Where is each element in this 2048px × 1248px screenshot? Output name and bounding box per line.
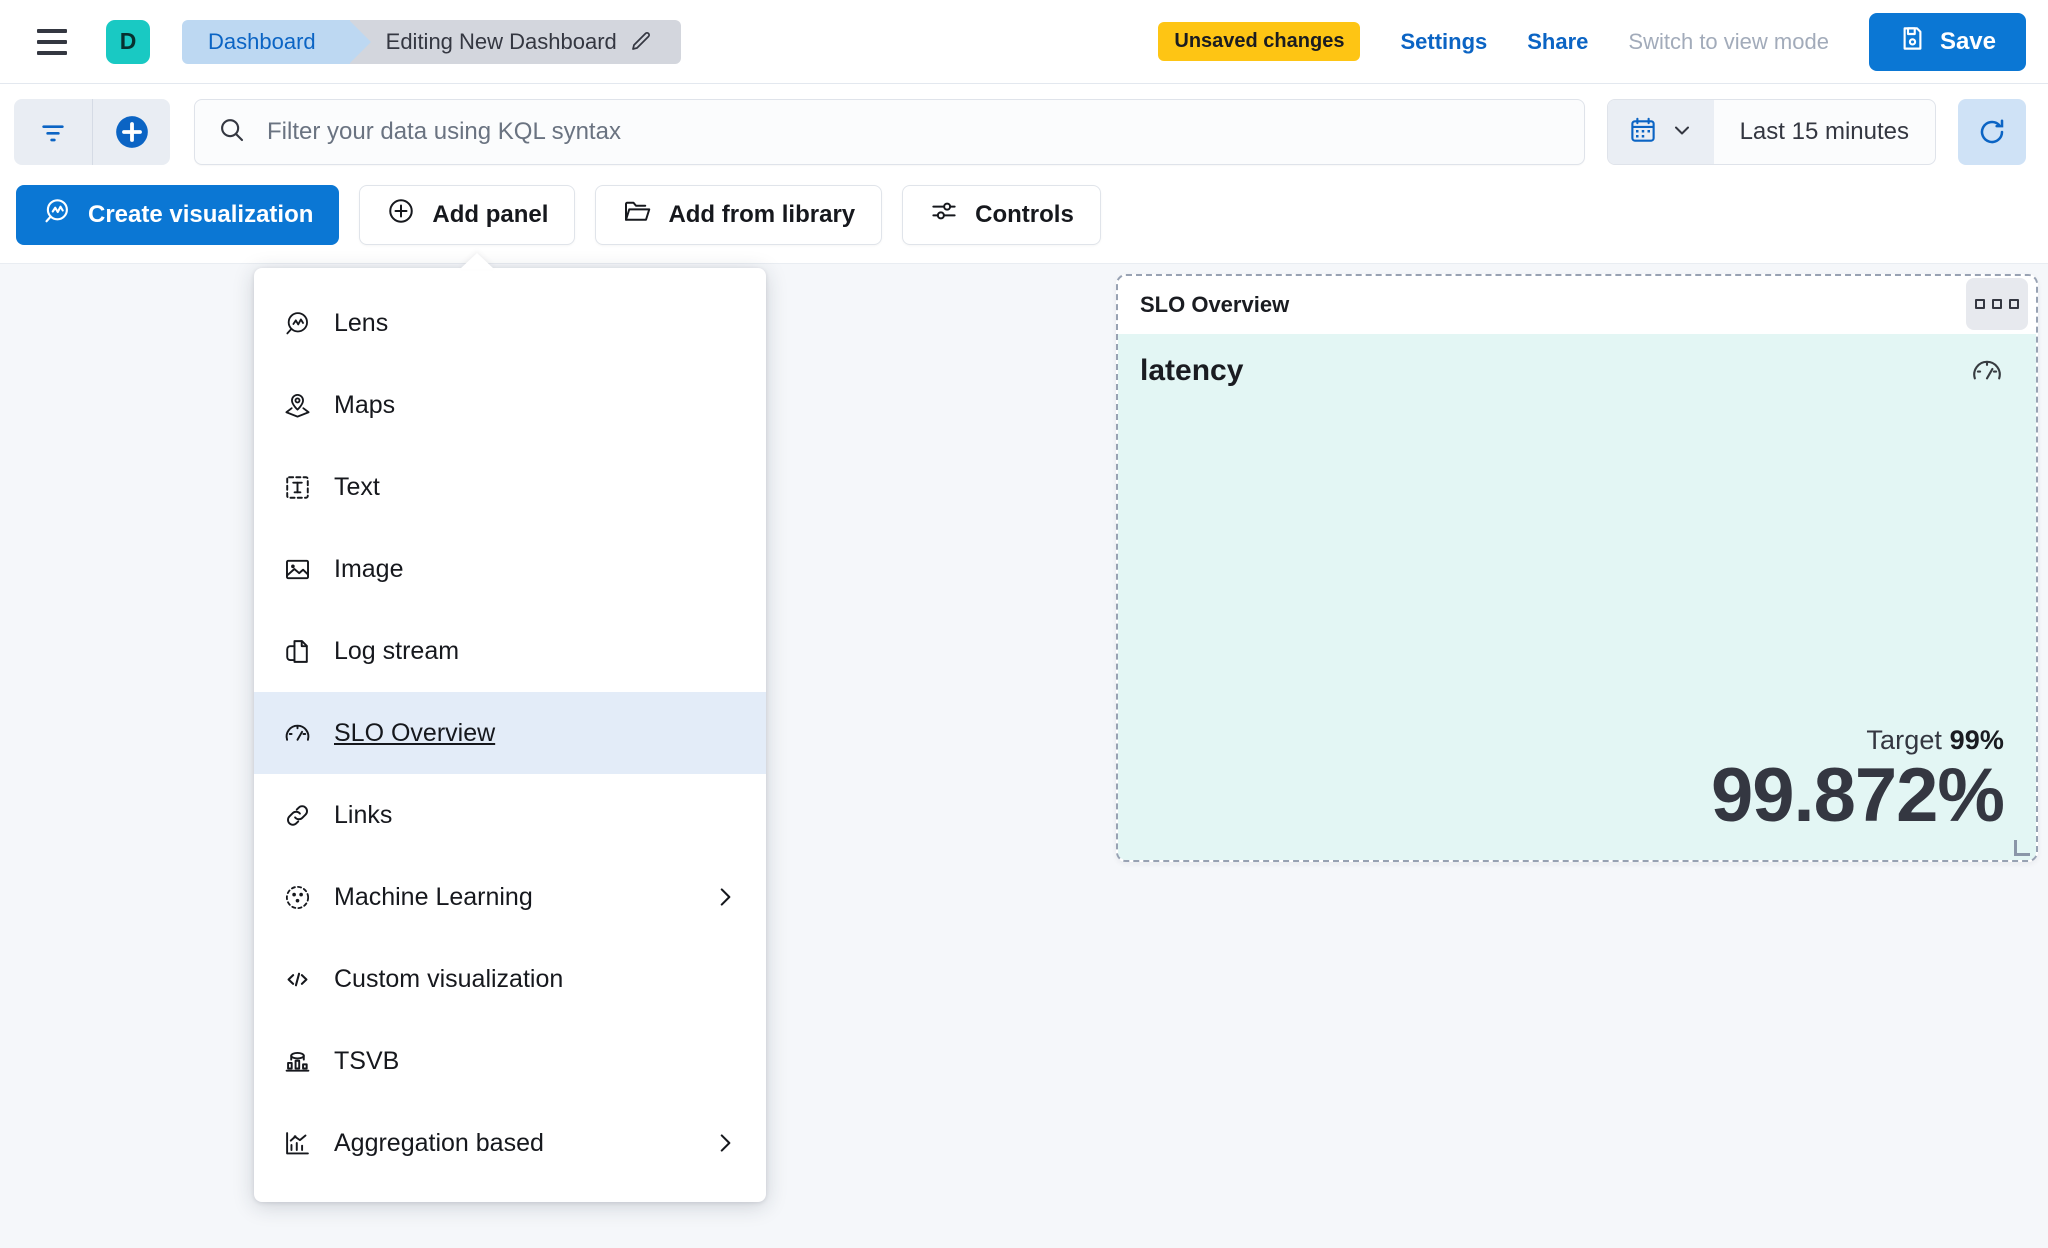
menu-item-label: SLO Overview <box>334 718 496 747</box>
panel-resize-handle[interactable] <box>2014 840 2030 856</box>
slo-target-value: 99% <box>1949 725 2004 756</box>
filter-button-group <box>14 99 170 165</box>
menu-item-label: Lens <box>334 308 389 337</box>
add-from-library-label: Add from library <box>668 200 856 228</box>
context-menu-icon[interactable] <box>1966 278 2028 330</box>
query-bar: Last 15 minutes <box>0 84 2048 180</box>
breadcrumb-dashboard-label: Dashboard <box>208 28 316 54</box>
aggregation-icon <box>282 1129 312 1158</box>
filter-icon[interactable] <box>14 99 92 165</box>
add-panel-button[interactable]: Add panel <box>359 184 576 245</box>
map-pin-icon <box>282 391 312 420</box>
menu-item-label: Custom visualization <box>334 964 564 993</box>
log-stream-icon <box>282 637 312 666</box>
chevron-right-icon <box>712 884 738 910</box>
space-avatar[interactable]: D <box>106 19 150 64</box>
add-panel-menu: Lens Maps Text <box>254 253 766 1202</box>
slo-value: 99.872% <box>1710 753 2005 839</box>
add-filter-plus-icon[interactable] <box>92 99 170 165</box>
add-panel-label: Add panel <box>432 200 549 228</box>
breadcrumb-current[interactable]: Editing New Dashboard <box>349 19 681 64</box>
lens-icon <box>282 309 312 338</box>
hamburger-menu-icon[interactable] <box>30 20 74 64</box>
chevron-right-icon <box>712 1130 738 1156</box>
dashboard-toolbar: Create visualization Add panel Add from … <box>0 180 2048 264</box>
link-icon <box>282 801 312 830</box>
menu-item-label: TSVB <box>334 1046 400 1075</box>
menu-item-custom-visualization[interactable]: Custom visualization <box>254 938 766 1020</box>
menu-item-text[interactable]: Text <box>254 446 766 528</box>
slo-target-label: Target <box>1866 725 1943 756</box>
breadcrumb-current-label: Editing New Dashboard <box>385 28 617 54</box>
time-range-picker: Last 15 minutes <box>1606 99 1936 165</box>
calendar-icon <box>1628 115 1658 150</box>
tsvb-icon <box>282 1047 312 1076</box>
image-icon <box>282 555 312 584</box>
calendar-quick-select-button[interactable] <box>1607 100 1714 164</box>
panel-body: latency Target 99% 99.872% <box>1118 334 2036 860</box>
unsaved-changes-badge[interactable]: Unsaved changes <box>1158 22 1361 61</box>
controls-label: Controls <box>975 200 1074 228</box>
controls-button[interactable]: Controls <box>902 184 1101 245</box>
menu-item-label: Links <box>334 800 393 829</box>
save-disk-icon <box>1899 25 1926 59</box>
popover-arrow <box>460 253 494 269</box>
code-icon <box>282 965 312 994</box>
text-box-icon <box>282 473 312 502</box>
gauge-icon <box>1970 354 2004 393</box>
settings-link[interactable]: Settings <box>1400 28 1488 54</box>
menu-item-tsvb[interactable]: TSVB <box>254 1020 766 1102</box>
panel-body-bottom: Target 99% 99.872% <box>1140 725 2005 839</box>
top-header: D Dashboard Editing New Dashboard Unsave… <box>0 0 2048 84</box>
slo-target-row: Target 99% <box>1140 725 2004 756</box>
save-button[interactable]: Save <box>1868 12 2026 71</box>
menu-item-machine-learning[interactable]: Machine Learning <box>254 856 766 938</box>
slo-metric-name: latency <box>1140 354 1244 387</box>
slo-overview-panel[interactable]: SLO Overview latency <box>1116 274 2038 862</box>
menu-item-image[interactable]: Image <box>254 528 766 610</box>
chevron-down-icon <box>1670 118 1694 147</box>
switch-to-view-mode-link[interactable]: Switch to view mode <box>1628 28 1829 54</box>
lens-icon <box>42 196 72 233</box>
add-from-library-button[interactable]: Add from library <box>595 184 883 245</box>
panel-header: SLO Overview <box>1118 276 2036 334</box>
create-visualization-label: Create visualization <box>88 200 314 228</box>
save-button-label: Save <box>1939 27 1996 55</box>
menu-item-label: Image <box>334 554 404 583</box>
breadcrumb-dashboard[interactable]: Dashboard <box>182 19 371 64</box>
search-icon <box>217 115 247 150</box>
menu-item-label: Maps <box>334 390 396 419</box>
menu-item-links[interactable]: Links <box>254 774 766 856</box>
share-link[interactable]: Share <box>1527 28 1589 54</box>
gauge-icon <box>282 719 312 748</box>
plus-circle-icon <box>386 196 416 233</box>
search-input[interactable] <box>267 118 1562 146</box>
dashboard-canvas: Lens Maps Text <box>0 253 2048 1248</box>
folder-icon <box>622 196 652 233</box>
menu-item-maps[interactable]: Maps <box>254 364 766 446</box>
menu-item-label: Text <box>334 472 380 501</box>
menu-item-label: Aggregation based <box>334 1128 544 1157</box>
create-visualization-button[interactable]: Create visualization <box>16 184 340 245</box>
menu-item-slo-overview[interactable]: SLO Overview <box>254 692 766 774</box>
breadcrumb: Dashboard Editing New Dashboard <box>182 19 681 64</box>
refresh-icon[interactable] <box>1958 99 2026 165</box>
panel-title: SLO Overview <box>1140 292 1290 317</box>
time-range-label[interactable]: Last 15 minutes <box>1739 118 1909 145</box>
menu-item-lens[interactable]: Lens <box>254 282 766 364</box>
pencil-icon[interactable] <box>629 30 653 54</box>
menu-item-aggregation-based[interactable]: Aggregation based <box>254 1102 766 1184</box>
machine-learning-icon <box>282 883 312 912</box>
search-field-wrapper[interactable] <box>194 99 1585 165</box>
menu-item-log-stream[interactable]: Log stream <box>254 610 766 692</box>
menu-item-label: Machine Learning <box>334 882 533 911</box>
menu-item-label: Log stream <box>334 636 460 665</box>
controls-icon <box>929 196 959 233</box>
panel-body-top: latency <box>1140 354 2004 393</box>
